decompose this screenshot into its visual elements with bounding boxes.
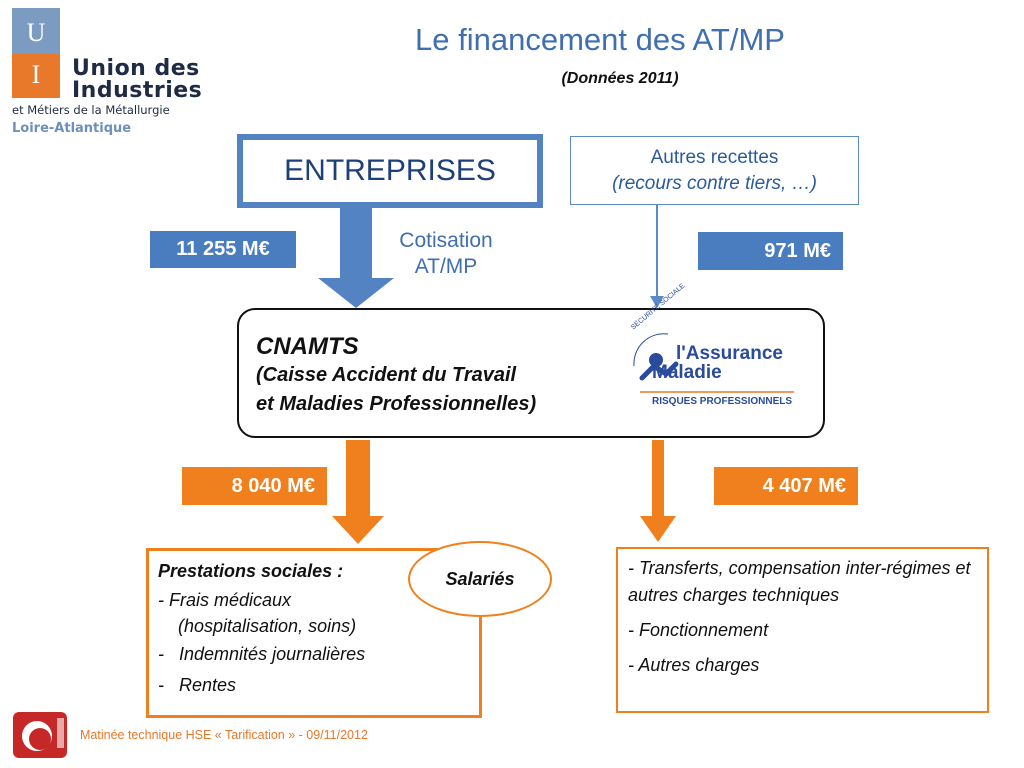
logo-name-line2: Industries	[72, 78, 203, 103]
logo-region: Loire-Atlantique	[12, 121, 132, 136]
cotisation-arrow	[318, 202, 394, 308]
transferts-item2: - Fonctionnement	[628, 620, 769, 640]
footer-emblem-icon	[22, 718, 64, 751]
prestations-item2-text: Indemnités journalières	[179, 644, 366, 664]
logo-subtitle: et Métiers de la Métallurgie	[12, 103, 170, 117]
assurance-line2: Maladie	[652, 362, 722, 383]
logo-letter-u: U	[26, 18, 46, 47]
prestations-item1-detail: (hospitalisation, soins)	[178, 616, 357, 636]
autres-recettes-box: Autres recettes (recours contre tiers, ……	[570, 136, 859, 205]
autres-recettes-title: Autres recettes	[650, 147, 779, 168]
autres-recettes-detail: (recours contre tiers, …)	[612, 173, 817, 194]
transferts-item1: - Transferts, compensation inter-régimes…	[628, 558, 971, 605]
footer-logo-icon	[13, 712, 67, 758]
salaries-ellipse: Salariés	[408, 541, 552, 617]
cnamts-line2: (Caisse Accident du Travail	[256, 364, 517, 386]
assurance-line3: RISQUES PROFESSIONNELS	[652, 396, 793, 407]
logo-letter-i: I	[31, 60, 41, 89]
page-title: Le financement des AT/MP	[415, 22, 785, 57]
transferts-text: - Transferts, compensation inter-régimes…	[628, 555, 983, 679]
cnamts-line3: et Maladies Professionnelles)	[256, 393, 537, 415]
cotisation-line2: AT/MP	[414, 255, 478, 278]
prestations-arrow	[332, 440, 384, 544]
cnamts-box	[237, 308, 825, 438]
amount-transferts: 4 407 M€	[714, 467, 858, 505]
cotisation-label: Cotisation AT/MP	[376, 228, 516, 280]
cotisation-line1: Cotisation	[399, 229, 493, 252]
cnamts-text: CNAMTS (Caisse Accident du Travail et Ma…	[256, 332, 536, 419]
transferts-arrow	[640, 440, 676, 542]
prestations-item2: - Indemnités journalières	[158, 639, 365, 670]
prestations-heading: Prestations sociales :	[158, 561, 344, 581]
page-subtitle: (Données 2011)	[561, 70, 679, 87]
amount-entreprises: 11 255 M€	[150, 231, 296, 268]
prestations-item1: - Frais médicaux	[158, 590, 292, 610]
footer-text: Matinée technique HSE « Tarification » -…	[80, 728, 368, 742]
transferts-box	[616, 547, 989, 713]
prestations-item3-text: Rentes	[179, 675, 237, 695]
assurance-maladie-emblem-icon	[633, 333, 794, 393]
autres-recettes-arrowhead	[650, 296, 664, 308]
prestations-item3: - Rentes	[158, 670, 365, 701]
entreprises-box: ENTREPRISES	[237, 134, 543, 208]
ui-logo-block: U I	[12, 8, 60, 98]
amount-autres: 971 M€	[698, 232, 843, 270]
prestations-item3-dash: -	[158, 675, 164, 695]
logo-name: Union des Industries	[72, 58, 202, 102]
assurance-line1: l'Assurance	[676, 343, 783, 364]
assurance-maladie-logo: SÉCURITÉ SOCIALE l'Assurance Maladie RIS…	[628, 282, 798, 414]
cnamts-title: CNAMTS	[256, 333, 359, 360]
amount-prestations: 8 040 M€	[182, 467, 327, 505]
prestations-item2-dash: -	[158, 644, 164, 664]
transferts-item3: - Autres charges	[628, 655, 760, 675]
logo-name-line1: Union des	[72, 56, 200, 81]
prestations-text: Prestations sociales : - Frais médicaux …	[158, 556, 365, 701]
